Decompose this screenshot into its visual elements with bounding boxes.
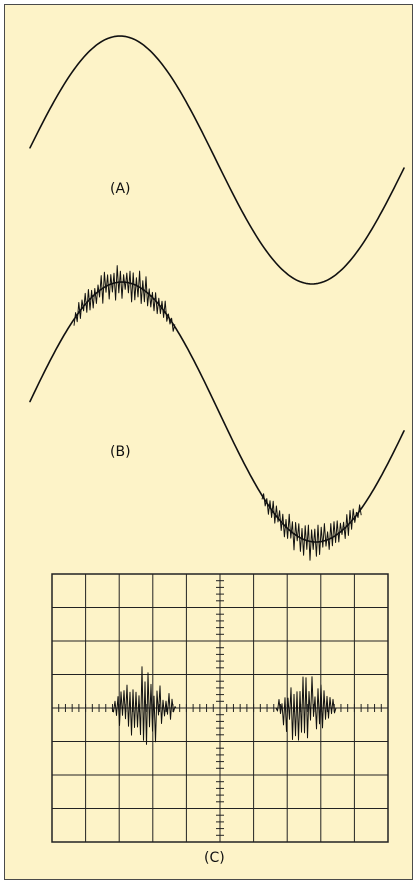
left-noise-burst xyxy=(111,666,177,745)
clean-sine-wave xyxy=(29,35,405,285)
panel-c-label: (C) xyxy=(204,850,225,866)
noisy-sine-wave xyxy=(29,281,405,543)
trough-noise-burst xyxy=(261,493,362,561)
panel-b-label: (B) xyxy=(110,444,131,460)
panel-b: (B) xyxy=(29,265,405,561)
panel-a-label: (A) xyxy=(110,181,131,197)
panel-c: (C) xyxy=(51,573,389,866)
right-noise-burst xyxy=(275,676,337,741)
panel-a: (A) xyxy=(29,35,405,285)
oscilloscope-graticule xyxy=(51,573,389,843)
figure-frame xyxy=(4,4,413,880)
peak-noise-burst xyxy=(73,265,176,332)
